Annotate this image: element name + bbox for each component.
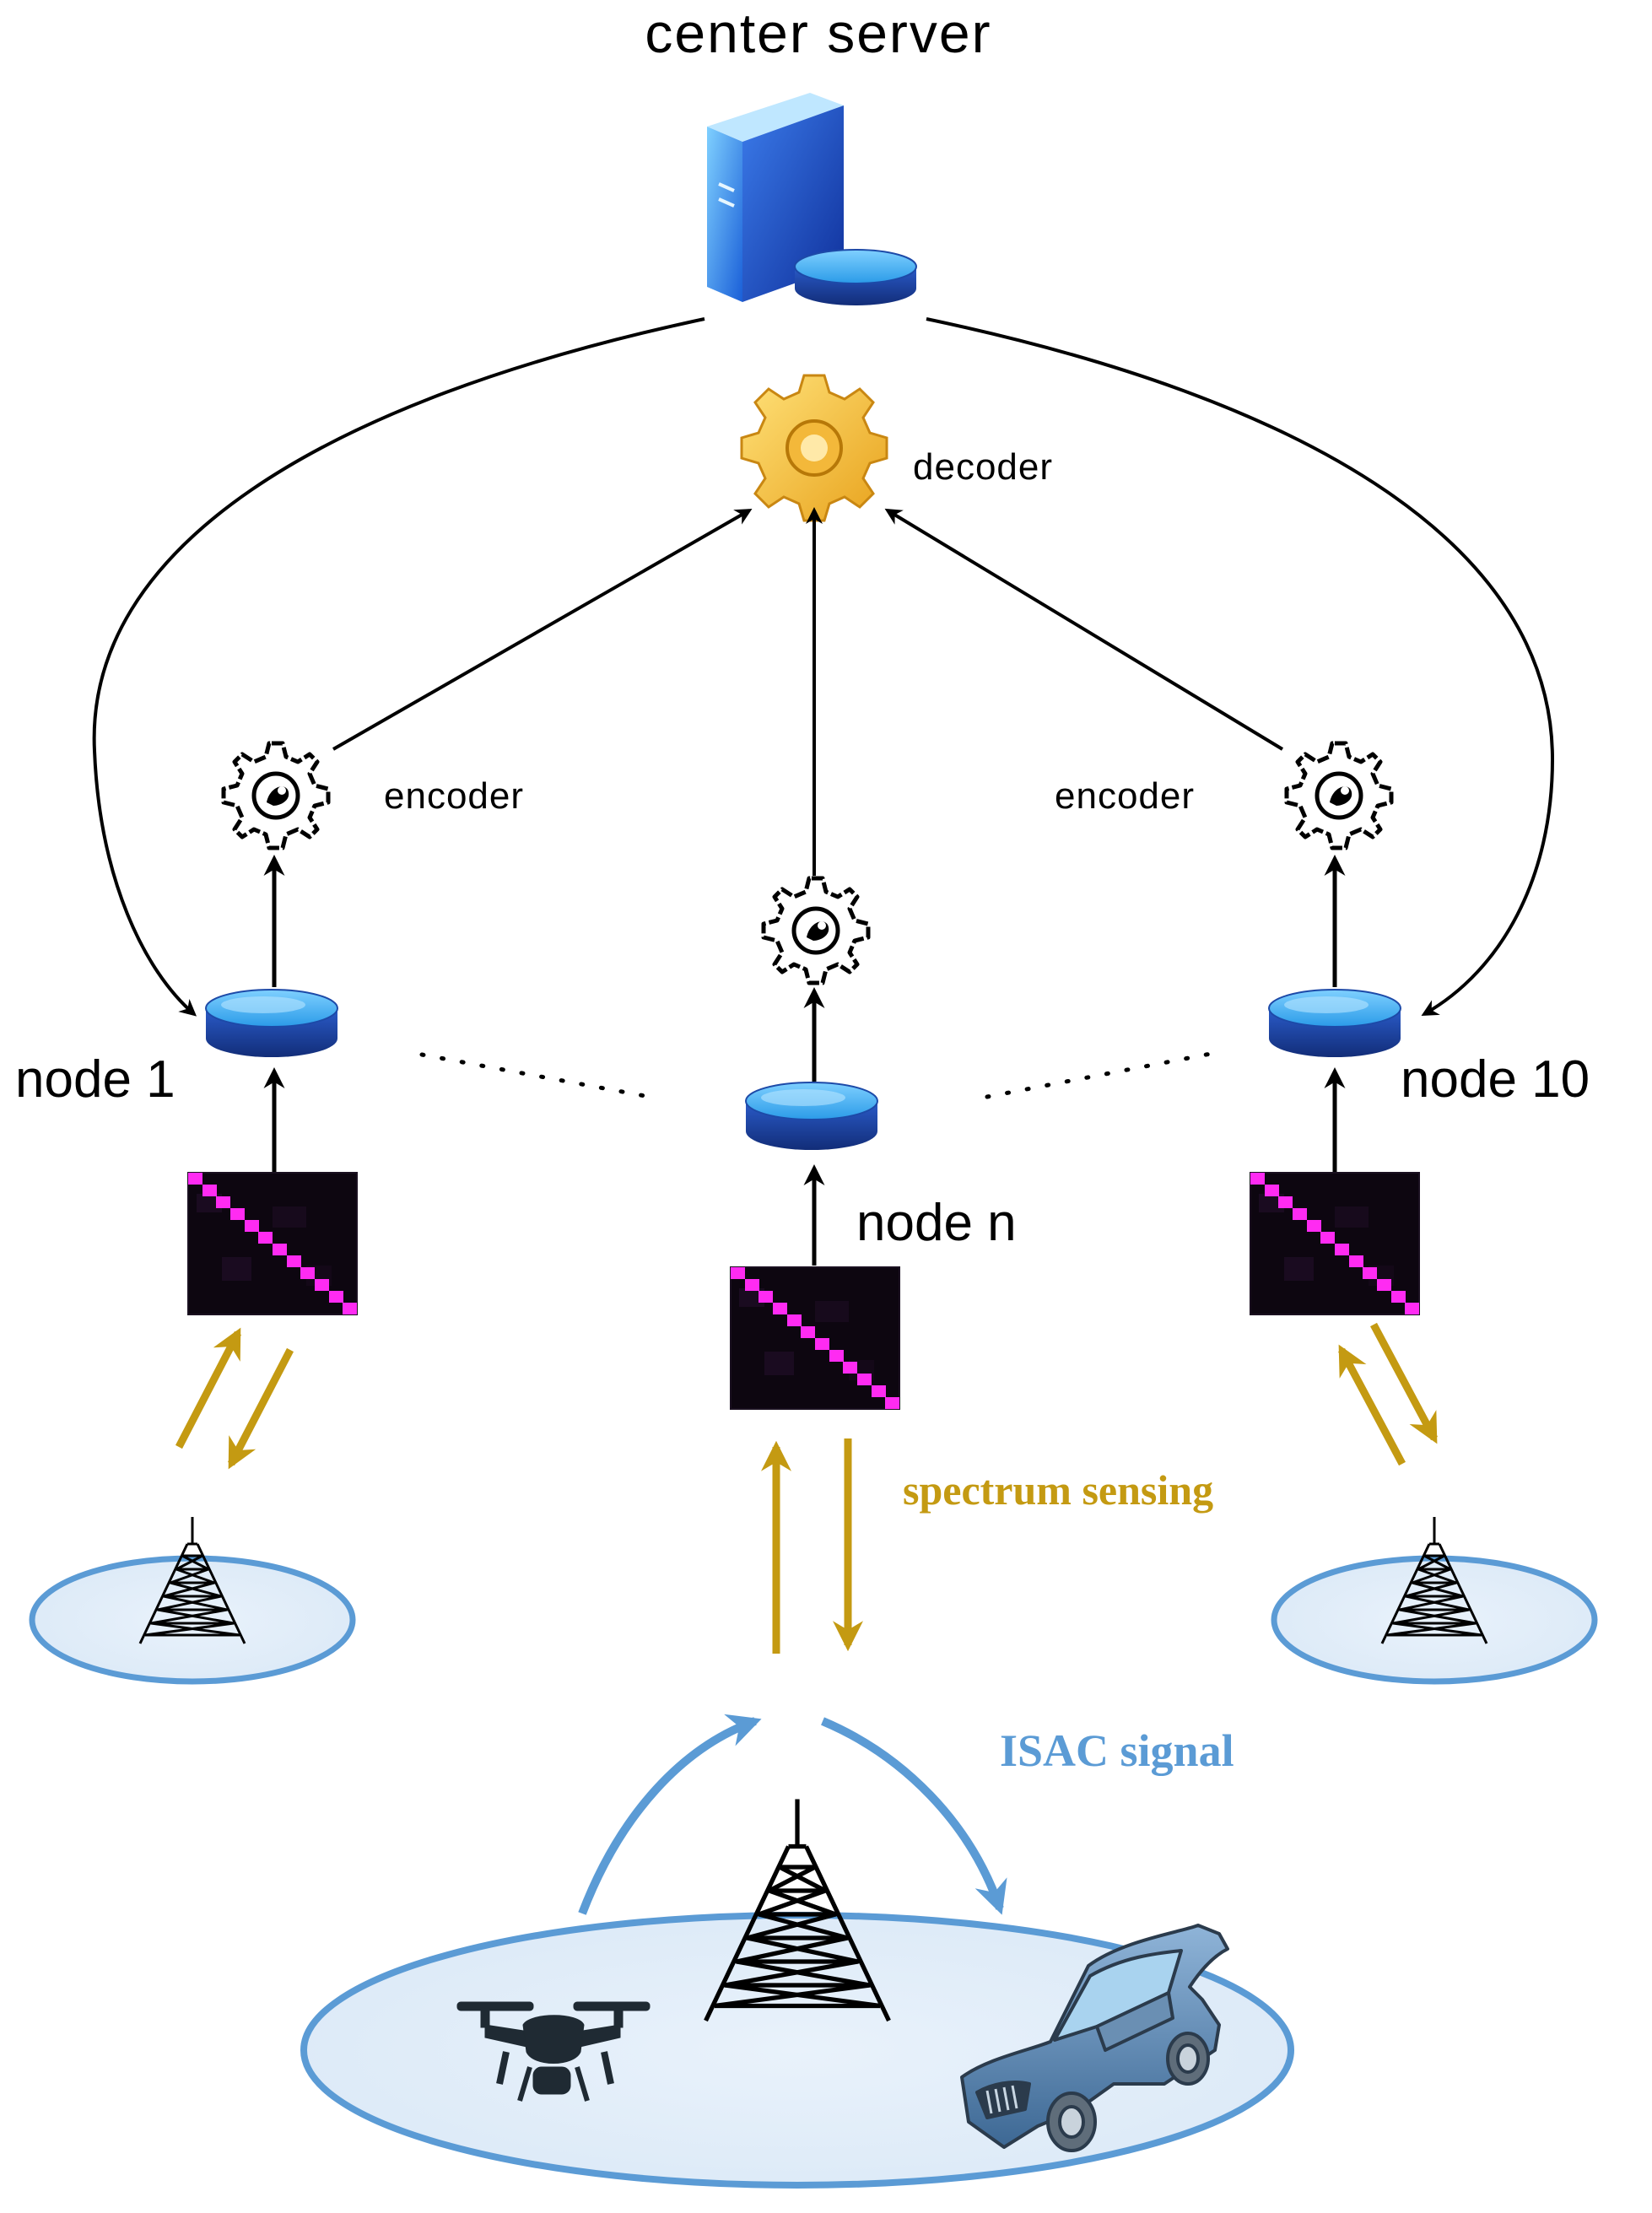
decoder-gear-icon (740, 374, 888, 522)
dots-left (419, 1052, 652, 1099)
title-center-server: center server (645, 2, 991, 64)
sensing-arrows-right (1338, 1322, 1438, 1466)
drone-icon (456, 2001, 651, 2102)
encoder-gear-icon-center (764, 878, 868, 983)
server-to-node10-arc (926, 317, 1555, 1016)
server-icon (707, 93, 917, 305)
matrix-icon-node10 (1250, 1172, 1420, 1315)
encoder-label-left: encoder (384, 775, 524, 817)
tower-icon-center (706, 1800, 889, 2021)
encoder-left-to-decoder-arrow (332, 509, 753, 751)
encoder-gear-icon-left (224, 743, 328, 848)
node10-label: node 10 (1401, 1050, 1590, 1109)
encoder-label-right: encoder (1055, 775, 1195, 817)
noden-label: node n (856, 1194, 1017, 1252)
encoder-right-to-decoder-arrow (884, 508, 1284, 751)
node1-disk-icon (205, 989, 338, 1058)
spectrum-sensing-label: spectrum sensing (903, 1466, 1213, 1514)
node10-disk-icon (1268, 989, 1401, 1058)
noden-disk-icon (745, 1082, 878, 1151)
isac-signal-label: ISAC signal (1000, 1725, 1234, 1776)
dots-right (985, 1050, 1217, 1099)
cell-left-area (29, 1555, 356, 1685)
isac-arc-drone-to-tower (578, 1714, 762, 1915)
server-to-node1-arc (92, 317, 705, 1017)
encoder-gear-icon-right (1287, 743, 1391, 848)
node1-label: node 1 (15, 1050, 175, 1109)
sensing-arrows-left (175, 1327, 294, 1470)
isac-arc-tower-to-car (821, 1717, 1007, 1915)
decoder-label: decoder (913, 446, 1053, 488)
matrix-icon-node1 (187, 1172, 358, 1315)
sensing-arrows-center (761, 1438, 863, 1654)
matrix-icon-noden (730, 1266, 900, 1410)
car-icon (960, 1924, 1229, 2152)
cell-right-area (1271, 1555, 1598, 1685)
